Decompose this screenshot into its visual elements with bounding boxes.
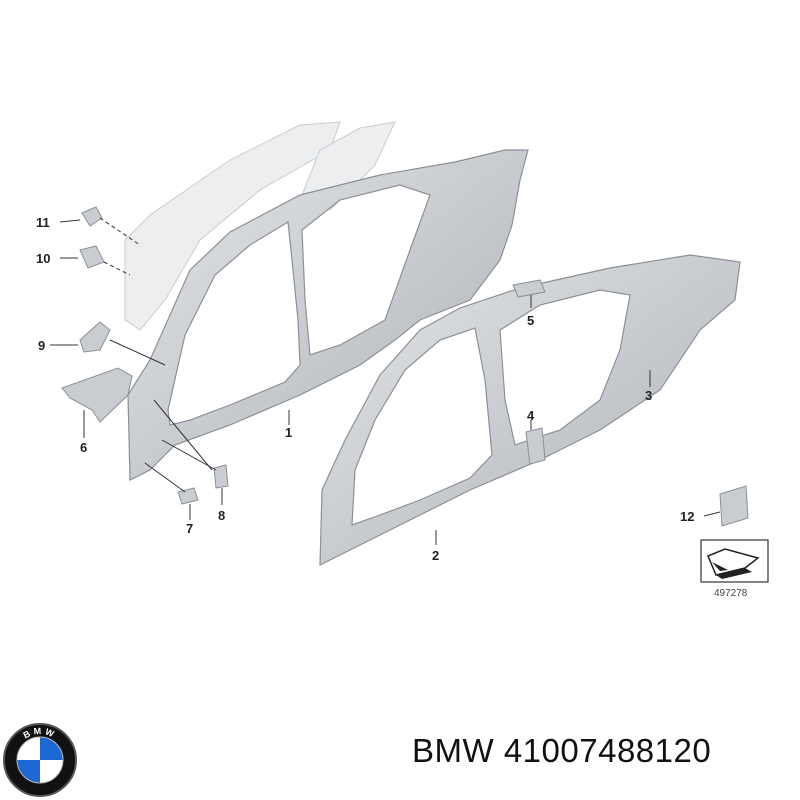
callout-7: 7 xyxy=(186,521,193,536)
part-number: 41007488120 xyxy=(503,732,712,769)
part-5-insert xyxy=(512,279,546,298)
callout-12: 12 xyxy=(680,509,694,524)
part-10-bracket xyxy=(79,245,105,269)
part-9-bracket xyxy=(79,321,111,353)
logo-letters: BMW xyxy=(22,726,59,741)
part-7-bracket xyxy=(177,487,199,505)
ghost-body-frame xyxy=(124,121,396,331)
part-12-patch xyxy=(719,485,749,527)
brand-name: BMW xyxy=(412,732,495,769)
part-4-insert xyxy=(525,427,546,465)
callout-10: 10 xyxy=(36,251,50,266)
side-frame-panel-1 xyxy=(127,149,529,481)
callout-6: 6 xyxy=(80,440,87,455)
small-parts xyxy=(61,206,749,527)
part-caption: BMW 41007488120 xyxy=(412,732,711,770)
reference-number: 497278 xyxy=(714,588,748,599)
callout-1: 1 xyxy=(285,425,292,440)
part-8-bracket xyxy=(213,464,229,489)
bmw-logo: BMW xyxy=(3,723,77,797)
reference-symbol-box: 497278 xyxy=(700,539,769,599)
side-frame-panel-2 xyxy=(319,254,741,566)
leader-lines xyxy=(50,217,721,545)
callout-11: 11 xyxy=(36,215,50,230)
callout-5: 5 xyxy=(527,313,534,328)
callout-4: 4 xyxy=(527,408,535,423)
callout-labels: 11 10 9 6 1 7 8 5 4 3 2 12 xyxy=(36,215,694,563)
callout-2: 2 xyxy=(432,548,439,563)
callout-8: 8 xyxy=(218,508,225,523)
callout-9: 9 xyxy=(38,338,45,353)
callout-3: 3 xyxy=(645,388,652,403)
part-6-reinforcement xyxy=(61,367,133,423)
part-11-bracket xyxy=(81,206,103,227)
